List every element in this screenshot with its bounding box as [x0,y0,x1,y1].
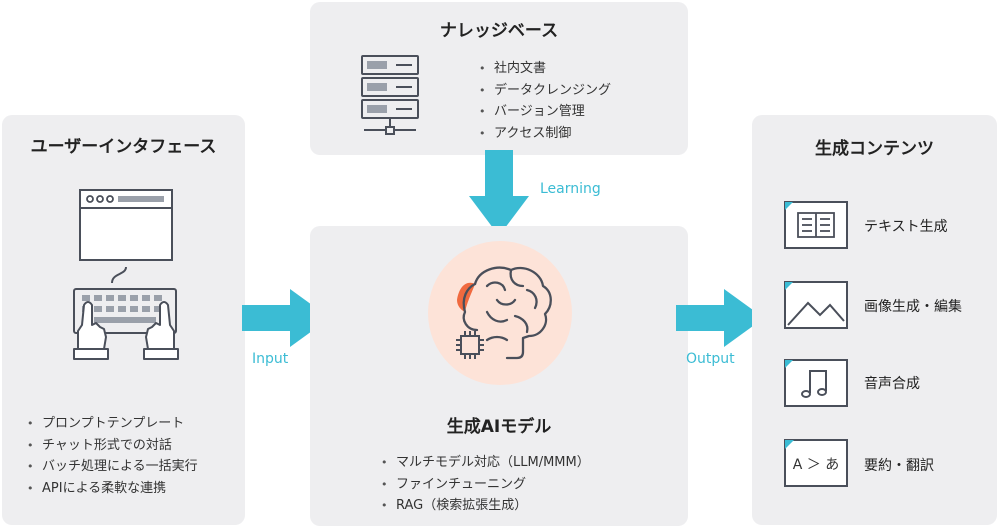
keyboard-typing-icon [73,266,179,360]
knowledge-base-title: ナレッジベース [439,21,559,41]
brain-chip-icon [428,241,572,385]
list-item: マルチモデル対応（LLM/MMM） [380,452,590,474]
text-document-icon [784,201,848,249]
output-label: Output [686,351,735,367]
music-note-icon [784,359,848,407]
generated-content-title: 生成コンテンツ [815,139,934,159]
output-arrow [676,289,764,347]
list-item: 社内文書 [478,58,611,80]
browser-window-icon [79,189,173,261]
model-title: 生成AIモデル [446,417,552,437]
corner-marker-icon [785,440,794,449]
list-item: プロンプトテンプレート [26,413,198,435]
knowledge-base-panel: ナレッジベース 社内文書 データクレンジング バージョン管理 アクセス制御 [310,2,688,155]
knowledge-base-list: 社内文書 データクレンジング バージョン管理 アクセス制御 [478,58,611,144]
server-icon [361,55,419,135]
list-item: ファインチューニング [380,474,590,496]
translate-icon: A ＞ あ [784,439,848,487]
model-list: マルチモデル対応（LLM/MMM） ファインチューニング RAG（検索拡張生成） [380,452,590,517]
list-item: バージョン管理 [478,101,611,123]
output-item-summary: 要約・翻訳 [864,458,934,474]
translate-icon-text: A ＞ あ [792,457,840,473]
output-item-text: テキスト生成 [864,219,948,235]
input-label: Input [252,351,289,367]
list-item: チャット形式での対話 [26,435,198,457]
user-interface-title: ユーザーインタフェース [30,137,217,157]
user-interface-panel: ユーザーインタフェース プロンプトテンプレート チャット形式での対話 バッチ処理… [2,115,245,525]
input-arrow [242,289,330,347]
image-mountain-icon [784,281,848,329]
learning-label: Learning [540,181,601,197]
output-item-image: 画像生成・編集 [864,299,962,315]
learning-arrow [469,150,529,236]
list-item: バッチ処理による一括実行 [26,456,198,478]
model-panel: 生成AIモデル マルチモデル対応（LLM/MMM） ファインチューニング RAG… [310,226,688,526]
list-item: データクレンジング [478,80,611,102]
list-item: APIによる柔軟な連携 [26,478,198,500]
user-interface-list: プロンプトテンプレート チャット形式での対話 バッチ処理による一括実行 APIに… [26,413,198,499]
output-item-audio: 音声合成 [864,376,920,392]
generated-content-panel: 生成コンテンツ テキスト生成 画像生成・編集 音声合成 A ＞ あ 要約・翻訳 [752,115,997,525]
list-item: RAG（検索拡張生成） [380,495,590,517]
list-item: アクセス制御 [478,123,611,145]
